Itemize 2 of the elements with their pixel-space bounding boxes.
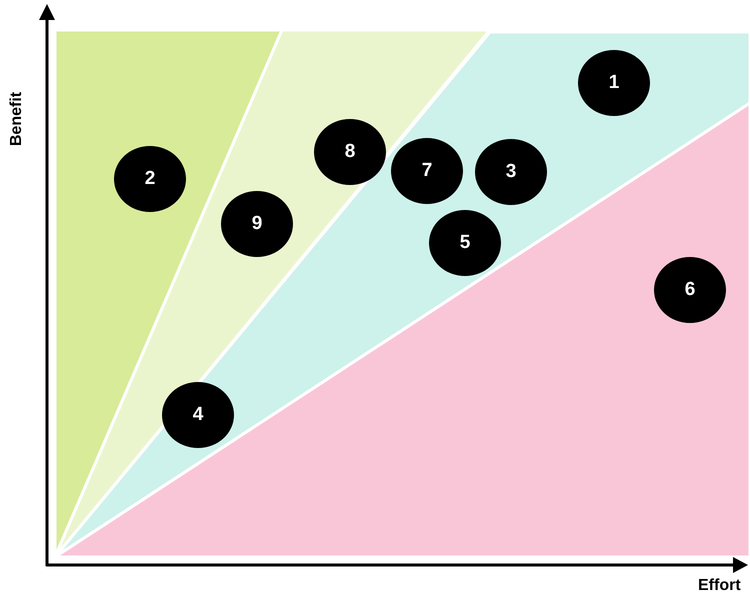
- y-axis-label: Benefit: [8, 90, 26, 148]
- x-axis-label: Effort: [698, 577, 741, 595]
